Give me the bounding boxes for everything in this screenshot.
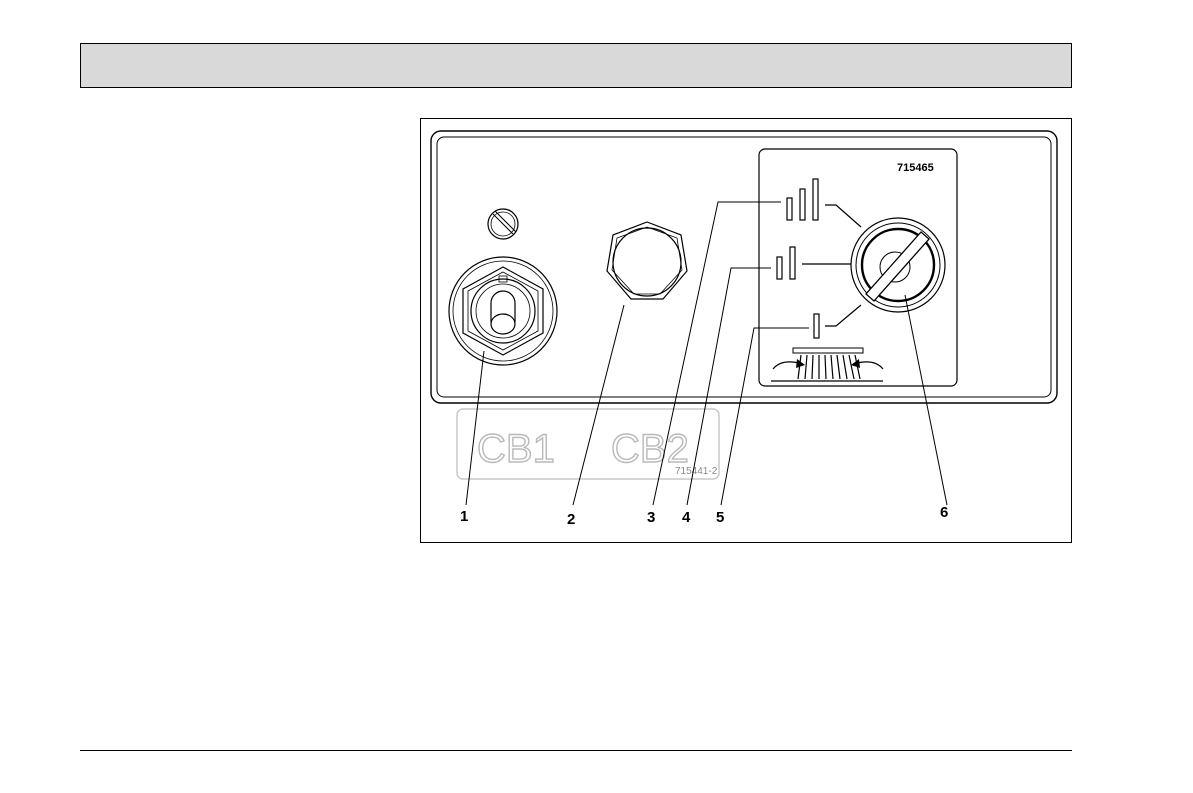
callout-2: 2 [567, 511, 575, 528]
speed-high-icon [787, 179, 818, 220]
callout-4: 4 [682, 509, 691, 526]
callout-6: 6 [940, 504, 948, 521]
callout-5: 5 [716, 509, 724, 526]
panel-outer-border [431, 131, 1057, 403]
label-plate-number: 715441-2 [675, 466, 718, 477]
breaker-label-cb2: CB2 [611, 427, 689, 471]
screw-icon [488, 209, 518, 239]
control-panel-figure: 715465 [420, 118, 1072, 543]
connector-high [825, 205, 861, 227]
toggle-switch-icon [449, 257, 557, 365]
callout-3: 3 [647, 509, 655, 526]
breaker-label-cb1: CB1 [477, 427, 555, 471]
speed-low-icon [814, 314, 819, 338]
connector-low [825, 305, 861, 326]
speed-medium-icon [777, 247, 795, 279]
callout-1: 1 [460, 508, 468, 525]
section-header-bar [80, 43, 1072, 88]
decal-number: 715465 [897, 162, 934, 174]
footer-rule [80, 750, 1072, 751]
brush-icon [771, 348, 883, 381]
circuit-breaker-icon [607, 222, 687, 299]
control-panel-diagram: 715465 [421, 119, 1071, 542]
key-switch-icon [851, 218, 945, 312]
